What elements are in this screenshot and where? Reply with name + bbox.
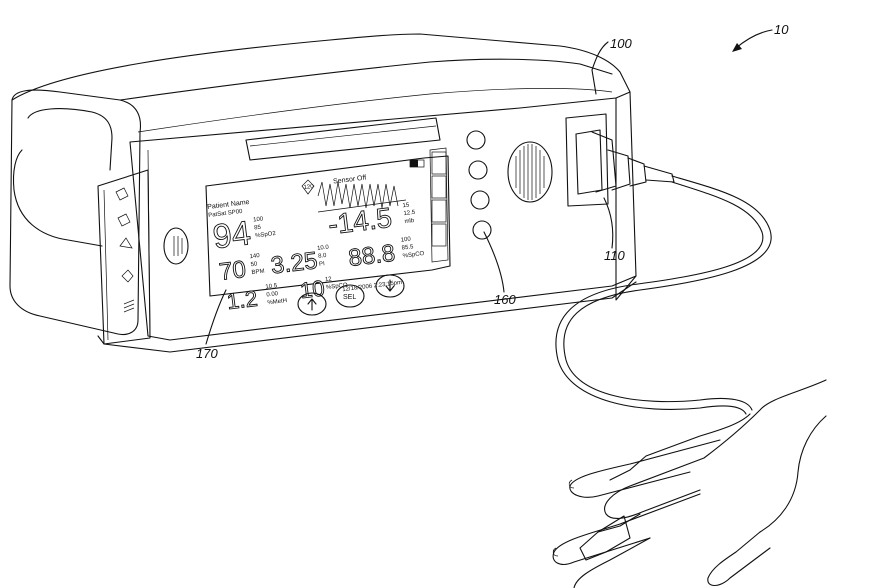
speaker-grille <box>508 142 552 202</box>
label-monitor: 100 <box>610 36 632 51</box>
label-sensor-connector: 110 <box>604 248 625 263</box>
side-status-icons <box>116 188 134 312</box>
label-system: 10 <box>774 22 789 37</box>
met-value: 1.2 <box>225 286 258 315</box>
met-unit: %MetH <box>267 298 287 306</box>
side-button-column <box>467 131 491 239</box>
spo2-value: 94 <box>211 214 253 256</box>
bpm-hi: 140 <box>249 253 260 260</box>
spo2-unit: %SpO2 <box>255 231 277 240</box>
card-slot <box>246 118 440 160</box>
side-button-3[interactable] <box>471 191 489 209</box>
pi-lo: 12.5 <box>403 210 416 217</box>
spo2-hi: 100 <box>253 216 264 223</box>
sensor-port <box>566 114 674 206</box>
bpm-lo: 50 <box>250 261 258 268</box>
patient-name: Patient Name <box>207 199 250 211</box>
pi-value: -14.5 <box>326 202 393 241</box>
met-hi: 10.5 <box>265 283 278 290</box>
bpm-value: 70 <box>218 256 248 286</box>
met-lo: 0.00 <box>266 291 279 298</box>
select-label: SEL <box>343 294 356 301</box>
sphb-hi: 10.0 <box>317 244 330 251</box>
side-button-4[interactable] <box>473 221 491 239</box>
co-value: 88.8 <box>347 240 397 272</box>
co-hi: 100 <box>400 236 411 243</box>
pi-unit: mlb <box>404 218 415 225</box>
spo2-lo: 85 <box>254 225 262 232</box>
sphb-lo: 8.0 <box>318 253 328 260</box>
pulse-small: 120 <box>303 184 314 191</box>
label-display: 170 <box>196 346 218 361</box>
co-unit: %SpCO <box>402 251 425 260</box>
signal-status: Sensor Off <box>333 174 367 185</box>
sphb-unit: PI <box>319 261 326 268</box>
pvi-hi: 12 <box>325 276 333 283</box>
monitor-housing <box>10 34 636 352</box>
side-speaker <box>164 228 188 264</box>
side-button-2[interactable] <box>469 161 487 179</box>
hand-with-finger-sensor <box>553 380 826 588</box>
bpm-unit: BPM <box>251 269 265 277</box>
sensor-cable <box>556 176 771 414</box>
pi-hi: 15 <box>402 202 410 209</box>
side-button-1[interactable] <box>467 131 485 149</box>
sphb-value: 3.25 <box>269 247 319 279</box>
co-lo: 85.5 <box>401 244 414 251</box>
label-buttons: 160 <box>494 292 516 307</box>
